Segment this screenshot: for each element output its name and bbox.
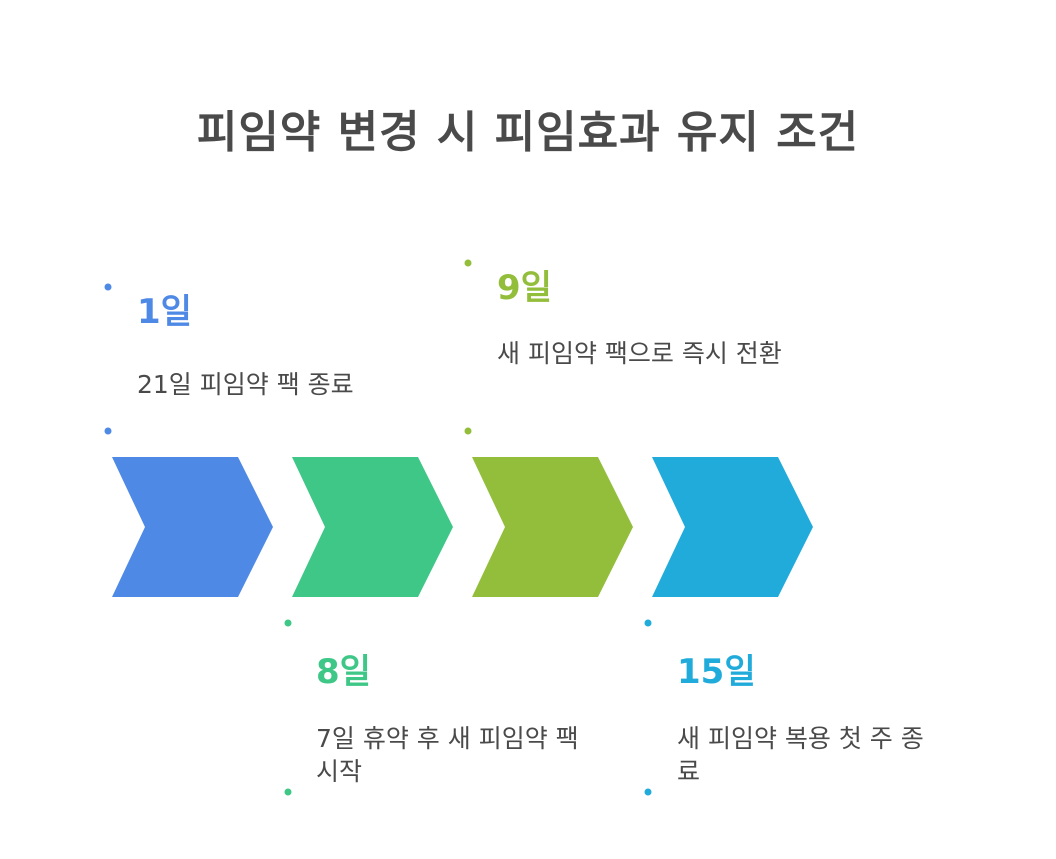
chevron-step-4-icon xyxy=(652,457,813,597)
step-2-top-dot-icon xyxy=(284,619,292,627)
step-2-label: 8일 xyxy=(316,652,371,692)
step-3-label: 9일 xyxy=(497,268,552,308)
chevron-step-1-icon xyxy=(112,457,273,597)
chevron-step-3-icon xyxy=(472,457,633,597)
step-1-label: 1일 xyxy=(137,292,192,332)
step-4-top-dot-icon xyxy=(644,619,652,627)
step-3-top-dot-icon xyxy=(464,259,472,267)
chevron-step-2-icon xyxy=(292,457,453,597)
step-2-bottom-dot-icon xyxy=(284,788,292,796)
step-4-description: 새 피임약 복용 첫 주 종료 xyxy=(677,724,924,786)
step-1-bottom-dot-icon xyxy=(104,427,112,435)
step-1-description: 21일 피임약 팩 종료 xyxy=(137,370,354,399)
step-4-bottom-dot-icon xyxy=(644,788,652,796)
step-1-top-dot-icon xyxy=(104,283,112,291)
page-title: 피임약 변경 시 피임효과 유지 조건 xyxy=(196,107,860,158)
step-2-description: 7일 휴약 후 새 피임약 팩 시작 xyxy=(316,724,579,786)
step-3-description: 새 피임약 팩으로 즉시 전환 xyxy=(497,339,782,368)
step-4-label: 15일 xyxy=(677,652,756,692)
step-3-bottom-dot-icon xyxy=(464,427,472,435)
